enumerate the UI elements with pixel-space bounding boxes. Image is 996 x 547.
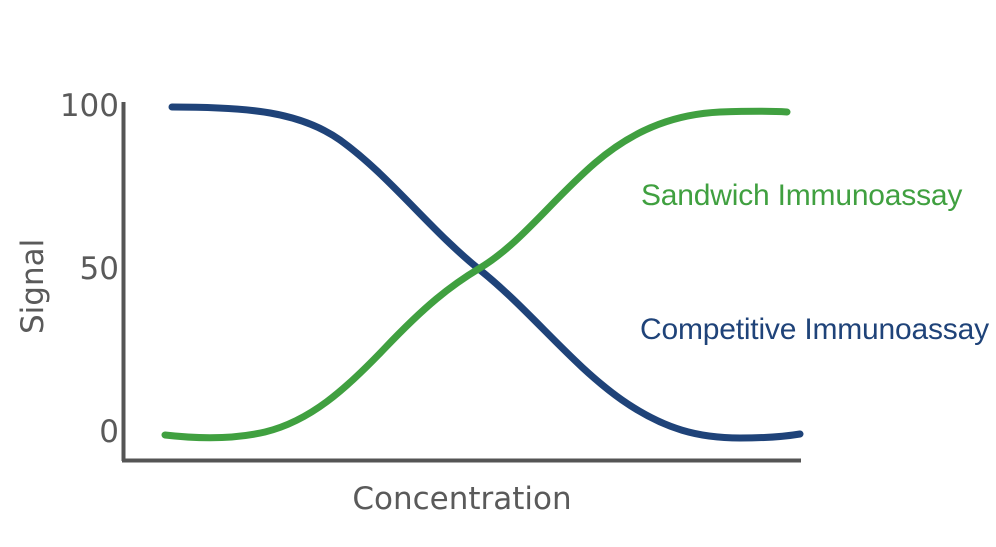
series-line-competitive xyxy=(168,103,804,442)
ytick-label-100: 100 xyxy=(59,88,119,124)
ytick-label-50: 50 xyxy=(79,251,119,287)
series-line-sandwich xyxy=(161,107,791,442)
series-label-sandwich: Sandwich Immunoassay xyxy=(641,179,963,212)
series-label-competitive: Competitive Immunoassay xyxy=(640,313,989,346)
ytick-label-0: 0 xyxy=(99,414,119,450)
x-axis-title: Concentration xyxy=(352,481,572,517)
y-axis-title: Signal xyxy=(15,238,51,334)
